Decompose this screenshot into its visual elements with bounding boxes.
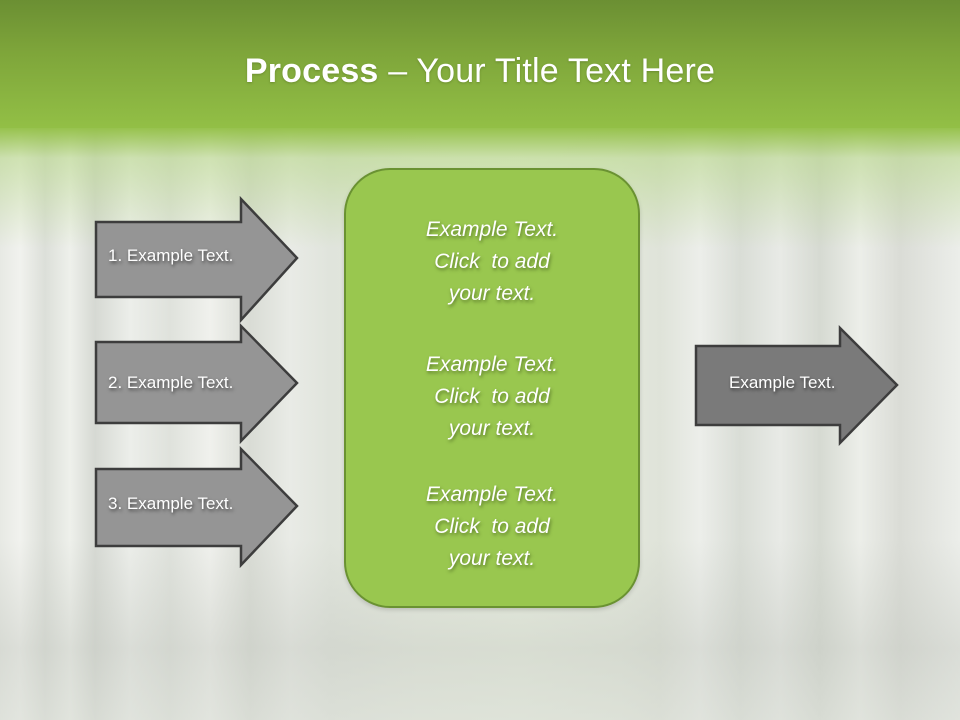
input-arrow-label: 3. Example Text. (108, 494, 234, 513)
right-arrow-shape-icon (94, 195, 299, 324)
input-arrow-label: 1. Example Text. (108, 246, 234, 265)
right-arrow-shape-icon (94, 445, 299, 569)
block-line: Click to add (434, 385, 550, 408)
block-line: your text. (448, 282, 536, 305)
block-line: Click to add (434, 250, 550, 273)
title-bold: Process (244, 52, 379, 90)
right-arrow-shape-icon (94, 322, 299, 445)
block-line: your text. (448, 417, 536, 440)
process-box[interactable]: Example Text. Click to add your text. Ex… (344, 168, 640, 608)
header-band (0, 0, 960, 130)
output-arrow-label: Example Text. (729, 373, 836, 392)
process-text-block-2[interactable]: Example Text. Click to add your text. (346, 349, 638, 445)
block-line: Example Text. (425, 353, 559, 376)
slide-title[interactable]: Process – Your Title Text Here (0, 52, 960, 91)
block-line: Example Text. (425, 483, 559, 506)
block-line: Click to add (434, 515, 550, 538)
block-line: Example Text. (425, 218, 559, 241)
process-text-block-1[interactable]: Example Text. Click to add your text. (346, 214, 638, 310)
right-arrow-shape-icon (694, 324, 899, 447)
input-arrow-label: 2. Example Text. (108, 373, 234, 392)
input-arrow-1[interactable]: 1. Example Text. (94, 195, 299, 324)
input-arrow-3[interactable]: 3. Example Text. (94, 445, 299, 569)
process-text-block-3[interactable]: Example Text. Click to add your text. (346, 479, 638, 575)
title-rest: – Your Title Text Here (378, 52, 716, 90)
block-line: your text. (448, 547, 536, 570)
input-arrow-2[interactable]: 2. Example Text. (94, 322, 299, 445)
output-arrow[interactable]: Example Text. (694, 324, 899, 447)
